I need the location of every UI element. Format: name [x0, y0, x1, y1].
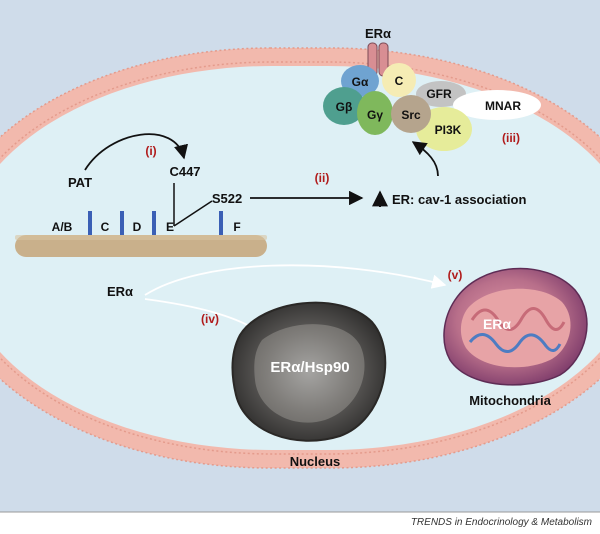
- g-beta-subunit: [323, 87, 365, 125]
- s522-connector: [173, 200, 213, 227]
- c447-label: C447: [169, 164, 200, 179]
- g-alpha-label: Gα: [352, 75, 369, 89]
- domain-boundary-1: [88, 211, 92, 235]
- g-beta-label: Gβ: [336, 100, 353, 114]
- palmitoylation-pathway: (i) PAT C447 S522 (ii) ER: cav-1 associa…: [68, 133, 526, 227]
- domain-boundary-3: [152, 211, 156, 235]
- er-alpha-membrane-label: ERα: [365, 26, 391, 41]
- domain-boundary-2: [120, 211, 124, 235]
- cav1-association-label: ER: cav-1 association: [392, 192, 526, 207]
- mnar-label: MNAR: [485, 99, 521, 113]
- src-label: Src: [401, 108, 421, 122]
- c-label: C: [395, 74, 404, 88]
- step-iv-label: (iv): [201, 312, 219, 326]
- nucleus: ERα/Hsp90 Nucleus: [231, 301, 387, 469]
- domain-d-label: D: [133, 220, 142, 234]
- gfr-subunit: [416, 81, 466, 107]
- step-ii-label: (ii): [315, 171, 330, 185]
- s522-label: S522: [212, 191, 242, 206]
- step-iii-label: (iii): [502, 131, 520, 145]
- src-subunit: [391, 95, 431, 133]
- gfr-label: GFR: [426, 87, 452, 101]
- mitochondria-label: Mitochondria: [469, 393, 551, 408]
- pat-label: PAT: [68, 175, 92, 190]
- pi3k-label: PI3K: [435, 123, 462, 137]
- membrane-inner-leaflet: [0, 61, 600, 455]
- g-gamma-label: Gγ: [367, 108, 383, 122]
- c-subunit: [382, 63, 416, 97]
- cristae-2: [468, 333, 562, 353]
- nucleus-label: Nucleus: [290, 454, 341, 469]
- nucleus-body: [231, 301, 387, 442]
- pat-to-c447-arrow: [84, 133, 188, 171]
- cristae-1: [470, 307, 566, 331]
- nucleoplasm-texture: [254, 324, 365, 423]
- mitochondrial-er-alpha-label: ERα: [483, 316, 511, 332]
- mitochondrion: ERα Mitochondria: [443, 267, 588, 408]
- receptor-protein-bar: [15, 235, 267, 257]
- g-gamma-subunit: [357, 91, 393, 135]
- domain-boundary-4: [219, 211, 223, 235]
- domain-e-label: E: [166, 220, 174, 234]
- mnar-subunit: [453, 90, 541, 120]
- bar-highlight: [15, 235, 267, 240]
- domain-c-label: C: [101, 220, 110, 234]
- cytosolic-er-alpha-label: ERα: [107, 284, 133, 299]
- step-v-label: (v): [448, 268, 463, 282]
- nuclear-complex-label: ERα/Hsp90: [270, 359, 349, 376]
- translocation: ERα (iv) (v): [107, 264, 463, 339]
- domain-f-label: F: [233, 220, 240, 234]
- domain-ab-label: A/B: [52, 220, 73, 234]
- step-i-label: (i): [145, 144, 156, 158]
- to-mitochondria-arrow: [144, 264, 447, 296]
- journal-credit: TRENDS in Endocrinology & Metabolism: [410, 517, 592, 528]
- receptor-complex: ERα Gα C GFR MNAR Gβ Gγ PI3K Src (iii): [323, 26, 541, 151]
- er-domain-bar: A/B C D E F: [15, 211, 267, 257]
- cav1-to-complex-arrow: [411, 141, 439, 177]
